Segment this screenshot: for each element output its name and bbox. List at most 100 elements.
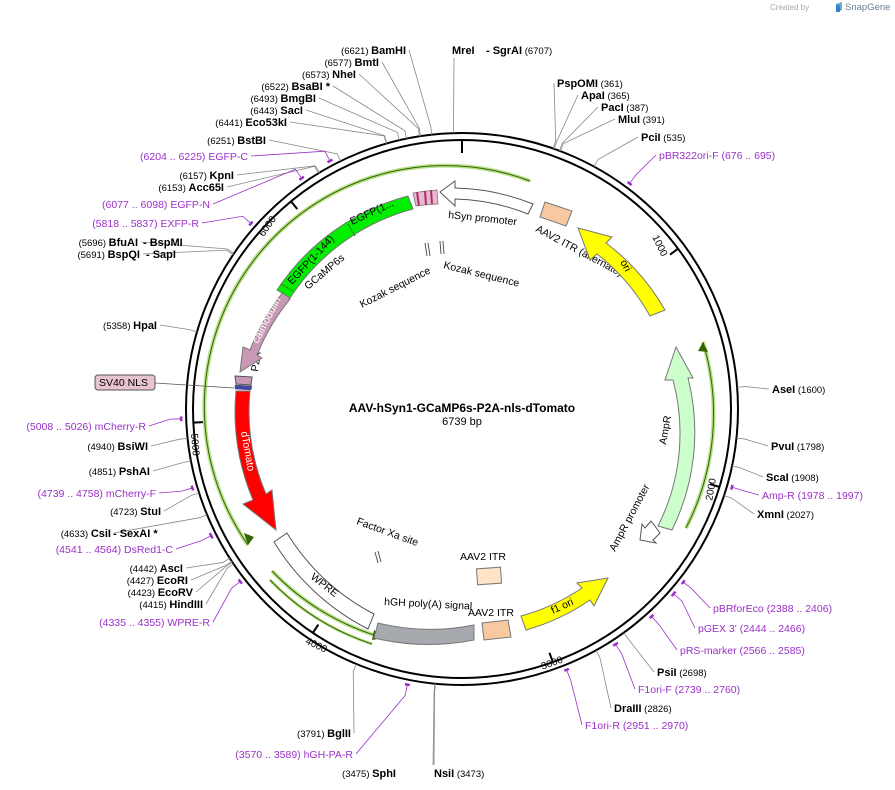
primer-leader <box>651 616 678 651</box>
site-paci: PacI (387) <box>559 102 648 151</box>
site-mrei: MreI <box>452 45 475 134</box>
primer-leader <box>212 168 302 205</box>
primer-mark <box>612 641 619 647</box>
site-label: PacI (387) <box>601 102 648 114</box>
site-sapi: - SapI <box>146 249 176 261</box>
site-label: ScaI (1908) <box>766 472 819 484</box>
site-leader <box>163 492 200 512</box>
feature-dtomato <box>234 390 277 532</box>
primer-label: (6077 .. 6098) EGFP-N <box>102 199 210 211</box>
site-leader <box>408 49 433 135</box>
label-ampr: AmpR <box>657 414 674 445</box>
feature-hsyn-promoter <box>439 180 534 215</box>
feature-sv40-nls: SV40 NLS <box>94 374 235 391</box>
primer-label: F1ori-F (2739 .. 2760) <box>638 684 740 696</box>
primer-leader <box>732 487 760 496</box>
site-leader <box>432 683 436 766</box>
primer-mark <box>626 180 633 186</box>
site-label: (6522) BsaBI * <box>261 81 330 93</box>
site-label: MreI <box>452 45 475 57</box>
site-label: (5696) BfuAI <box>79 237 138 249</box>
feature-ampr <box>657 345 696 531</box>
site-bmgbi: (6493) BmgBI <box>250 93 400 141</box>
site-csii: (4633) CsiI <box>61 514 208 540</box>
site-label: DraIII (2826) <box>614 703 672 715</box>
primer-label: (5008 .. 5026) mCherry-R <box>26 421 146 433</box>
site-label: PvuI (1798) <box>771 441 824 453</box>
primer-pbrforeco: pBRforEco (2388 .. 2406) <box>680 579 832 615</box>
site-leader <box>226 165 319 188</box>
site-label: (6441) Eco53kI <box>215 117 287 129</box>
primer-label: (6204 .. 6225) EGFP-C <box>140 151 248 163</box>
label-ampr-promoter: AmpR promoter <box>607 482 653 554</box>
site-label: PciI (535) <box>641 132 685 144</box>
site-sexai: - SexAI * <box>113 528 158 540</box>
site-label: (4633) CsiI <box>61 528 111 540</box>
site-label: AseI (1600) <box>772 384 825 396</box>
site-label: (6577) BmtI <box>324 57 379 69</box>
label-factor-xa: Factor Xa site <box>355 516 420 549</box>
tick-mark <box>311 623 320 634</box>
primer-leader <box>615 644 636 690</box>
site-xmni: XmnI (2027) <box>723 495 814 521</box>
site-ecori: (4427) EcoRI <box>127 561 233 587</box>
site-label: (6573) NheI <box>302 69 356 81</box>
feature-gcamp6s <box>276 195 414 299</box>
site-leader <box>142 249 234 255</box>
primer-mark <box>248 220 254 227</box>
site-label: (5358) HpaI <box>103 320 157 332</box>
site-leader <box>358 73 420 137</box>
feature-factor-xa <box>374 551 379 564</box>
site-scai: ScaI (1908) <box>731 465 819 484</box>
primer-leader <box>566 670 583 726</box>
site-pvui: PvuI (1798) <box>736 437 824 453</box>
primer-label: (4739 .. 4758) mCherry-F <box>38 488 156 500</box>
primer-leader <box>212 581 240 623</box>
site-label: (4723) StuI <box>110 506 161 518</box>
site-label: - BspMI <box>143 237 183 249</box>
plasmid-length: 6739 bp <box>442 416 482 428</box>
site-label: (4940) BsiWI <box>87 441 148 453</box>
site-bmti: (6577) BmtI <box>324 57 421 137</box>
site-leader <box>195 561 233 593</box>
primer-mcherry-f: (4739 .. 4758) mCherry-F <box>38 485 195 500</box>
site-label: (6621) BamHI <box>341 45 406 57</box>
site-pshai: (4851) PshAI <box>89 460 192 478</box>
site-label: (3475) SphI <box>342 768 396 780</box>
site-label: ApaI (365) <box>581 90 630 102</box>
primer-leader <box>355 685 408 755</box>
site-label: - SexAI * <box>113 528 158 540</box>
site-hindiii: (4415) HindIII <box>139 563 234 611</box>
site-label: MluI (391) <box>618 114 665 126</box>
site-pspomi: PspOMI (361) <box>552 78 623 149</box>
primer-mark <box>563 667 570 672</box>
primer-mark <box>190 485 195 491</box>
site-leader <box>552 82 557 149</box>
site-bstbi: (6251) BstBI <box>207 135 342 162</box>
primer-mark <box>729 484 734 491</box>
primer-mark <box>237 578 243 585</box>
label-kozak-2: Kozak sequence <box>442 259 520 289</box>
site-leader <box>140 241 235 254</box>
label-hsyn-promoter: hSyn promoter <box>448 209 518 228</box>
site-label: (6493) BmgBI <box>250 93 316 105</box>
site-sphi: (3475) SphI <box>342 683 436 780</box>
primer-mark <box>326 158 334 164</box>
site-leader <box>553 94 579 149</box>
primer-mcherry-r: (5008 .. 5026) mCherry-R <box>26 416 183 433</box>
primer-pbr322ori-f: pBR322ori-F (676 .. 695) <box>626 150 775 186</box>
primer-leader <box>250 150 330 161</box>
site-leader <box>352 663 357 734</box>
primer-wpre-r: (4335 .. 4355) WPRE-R <box>99 578 243 629</box>
site-leader <box>205 563 234 605</box>
snapgene-logo-icon <box>836 2 842 12</box>
feature-kozak-1 <box>424 242 428 257</box>
site-nsii: NsiI (3473) <box>433 683 484 780</box>
site-bamhi: (6621) BamHI <box>341 45 433 135</box>
tick-label: 2000 <box>704 477 719 501</box>
site-label: (6153) Acc65I <box>158 182 224 194</box>
label-calmodulin: calmodulin <box>250 295 284 345</box>
primer-label: pGEX 3' (2444 .. 2466) <box>698 623 805 635</box>
site-leader <box>236 165 320 176</box>
backbone-outer-ring <box>185 132 739 686</box>
